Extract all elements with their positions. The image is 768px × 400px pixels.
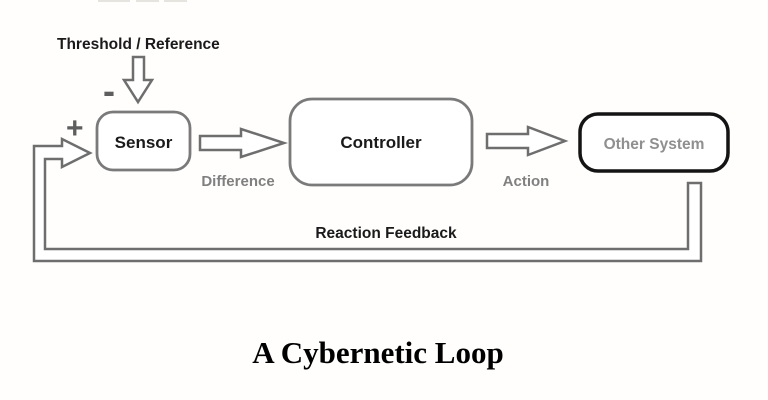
threshold-reference-label: Threshold / Reference bbox=[57, 36, 220, 53]
feedback-loop-pipe-arrow bbox=[32, 136, 703, 263]
difference-arrow bbox=[198, 127, 289, 159]
controller-label: Controller bbox=[340, 133, 422, 152]
diagram-title: A Cybernetic Loop bbox=[252, 335, 503, 370]
threshold-down-arrow bbox=[121, 55, 155, 105]
minus-sign: - bbox=[103, 70, 115, 111]
cropped-text-remnant bbox=[98, 0, 187, 2]
other-system-label: Other System bbox=[604, 136, 705, 153]
action-label: Action bbox=[503, 173, 550, 190]
action-arrow bbox=[485, 125, 569, 157]
sensor-label: Sensor bbox=[115, 133, 173, 152]
plus-sign: + bbox=[66, 112, 84, 145]
reaction-feedback-label: Reaction Feedback bbox=[315, 225, 457, 242]
sensor-box bbox=[95, 110, 192, 172]
controller-box bbox=[288, 97, 474, 187]
difference-label: Difference bbox=[201, 173, 274, 190]
controller-node: Controller bbox=[288, 97, 474, 187]
other-system-node: Other System bbox=[578, 112, 730, 173]
other-system-box bbox=[578, 112, 730, 173]
sensor-node: Sensor bbox=[95, 110, 192, 172]
